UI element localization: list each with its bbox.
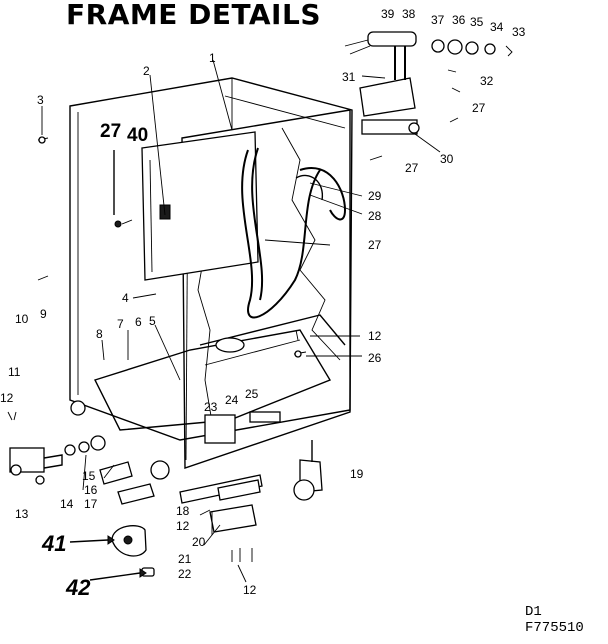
callout-39: 39: [381, 7, 395, 21]
hardware-screws: [37, 136, 307, 562]
callout-19: 19: [350, 467, 364, 481]
motor-bracket: [69, 525, 155, 581]
callout-20: 20: [192, 535, 206, 549]
callout-27-mid: 27: [368, 238, 382, 252]
callout-13: 13: [15, 507, 29, 521]
top-valve-group: [344, 31, 513, 161]
callout-33: 33: [512, 25, 526, 39]
callout-27: 27: [100, 121, 121, 142]
callout-2: 2: [143, 64, 150, 78]
callout-5: 5: [149, 314, 156, 328]
callout-30: 30: [440, 152, 454, 166]
callout-35: 35: [470, 15, 484, 29]
callout-38: 38: [402, 7, 416, 21]
callout-17: 17: [84, 497, 98, 511]
callout-37: 37: [431, 13, 445, 27]
screw-icon: [114, 220, 122, 228]
footer-code-line2: F775510: [525, 620, 584, 636]
callout-41: 41: [41, 531, 66, 556]
callout-32: 32: [480, 74, 494, 88]
callout-34: 34: [490, 20, 504, 34]
callout-12-left: 12: [0, 391, 14, 405]
callout-9: 9: [40, 307, 47, 321]
callout-36: 36: [452, 13, 466, 27]
callout-1: 1: [209, 51, 216, 65]
callout-21: 21: [178, 552, 192, 566]
base-assembly: [94, 314, 346, 444]
callout-28: 28: [368, 209, 382, 223]
callout-42: 42: [65, 575, 91, 600]
callout-23: 23: [204, 400, 218, 414]
inlet-valve-assembly: [7, 411, 106, 485]
callout-10: 10: [15, 312, 29, 326]
callout-3: 3: [37, 93, 44, 107]
footer-code-line1: D1: [525, 604, 542, 620]
callout-29: 29: [368, 189, 382, 203]
part-callouts: 1 2 3 27 40 4 9 10 7 6 5 8 11 12 13 14 1…: [0, 7, 526, 600]
callout-40: 40: [127, 125, 148, 146]
leader-lines: [41, 59, 441, 583]
callout-4: 4: [122, 291, 129, 305]
caster-wheels: [70, 400, 323, 501]
callout-18: 18: [176, 504, 190, 518]
callout-27-low: 27: [405, 161, 419, 175]
callout-15: 15: [82, 469, 96, 483]
bottom-rails: [99, 461, 263, 533]
callout-22: 22: [178, 567, 192, 581]
callout-12-bottom-right: 12: [243, 583, 257, 597]
side-panel: [141, 131, 259, 281]
water-hoses: [241, 147, 347, 319]
callout-27-right: 27: [472, 101, 486, 115]
diagram-title: FRAME DETAILS: [66, 0, 321, 31]
callout-11: 11: [8, 365, 21, 379]
callout-24: 24: [225, 393, 239, 407]
callout-14: 14: [60, 497, 74, 511]
callout-12-right: 12: [368, 329, 382, 343]
callout-7: 7: [117, 317, 124, 331]
callout-16: 16: [84, 483, 98, 497]
callout-12-bottom: 12: [176, 519, 190, 533]
callout-8: 8: [96, 327, 103, 341]
callout-25: 25: [245, 387, 259, 401]
callout-6: 6: [135, 315, 142, 329]
callout-26: 26: [368, 351, 382, 365]
callout-31: 31: [342, 70, 356, 84]
